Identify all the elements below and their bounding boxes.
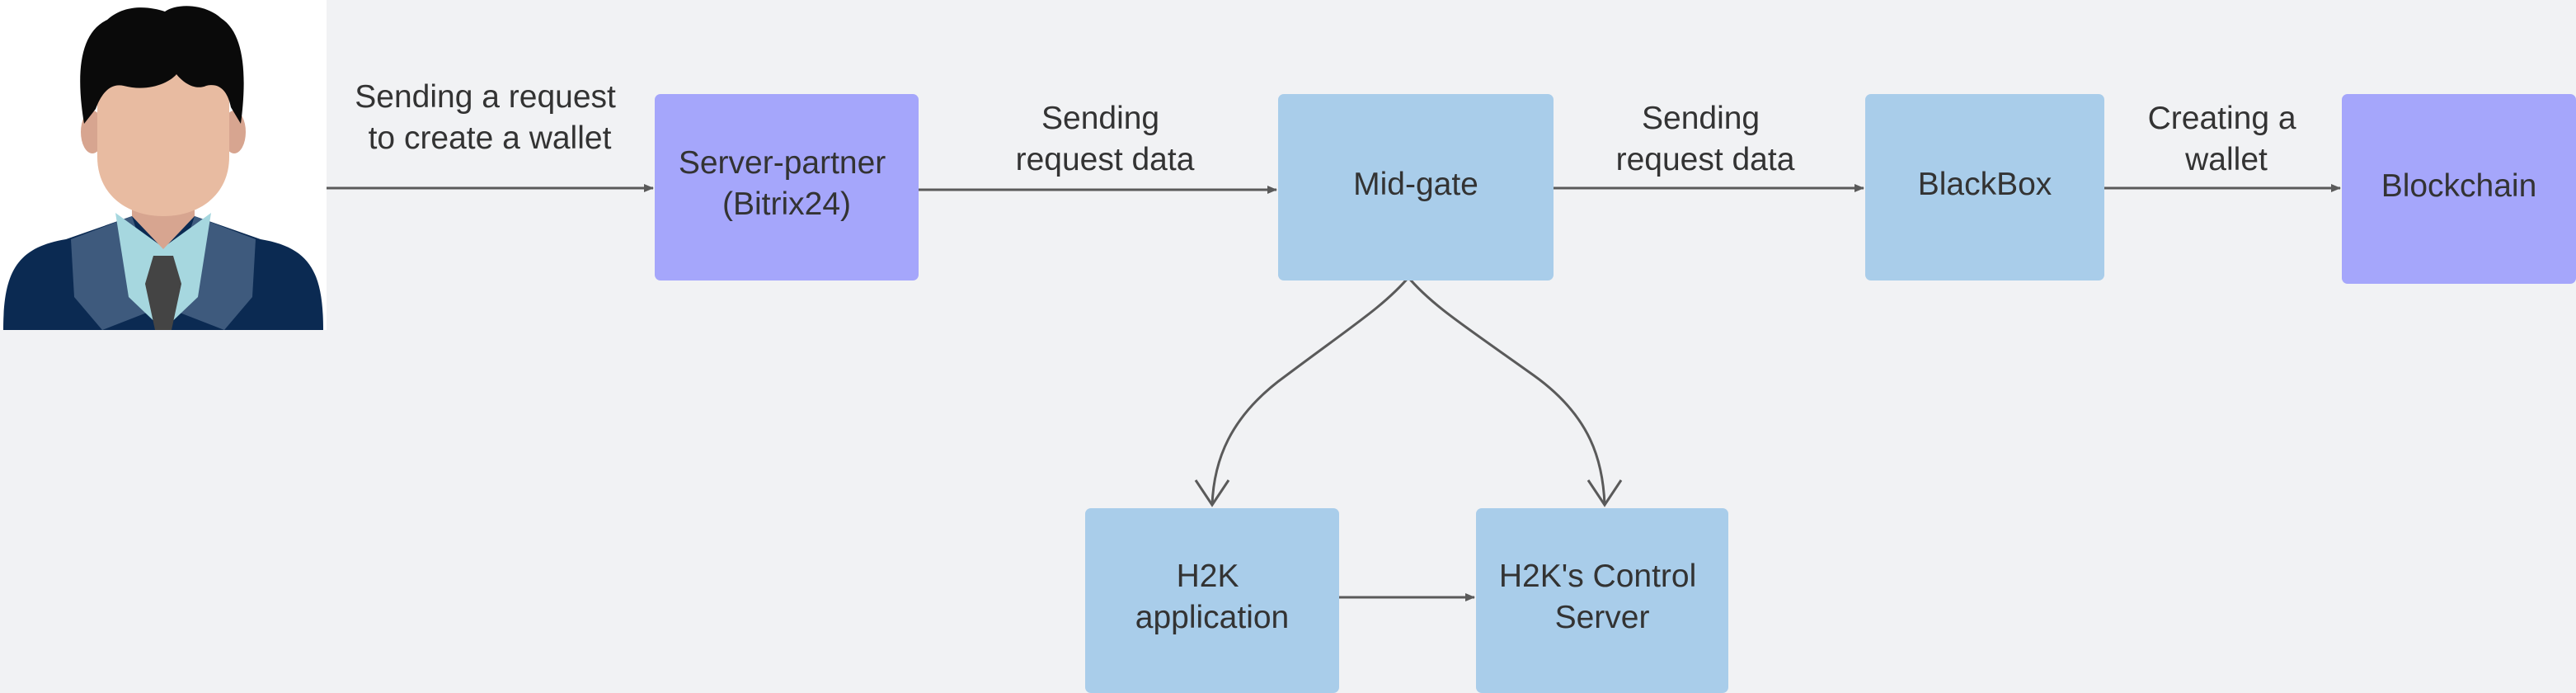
edge-midgate-to-h2k-app: [1210, 275, 1412, 506]
node-blackbox: BlackBox: [1865, 94, 2104, 280]
node-h2k-control-server-label: H2K's Control Server: [1499, 559, 1705, 635]
node-h2k-application: H2K application: [1085, 508, 1339, 693]
node-mid-gate: Mid-gate: [1278, 94, 1554, 280]
businessman-avatar-icon: [0, 0, 327, 330]
node-h2k-control-server: H2K's Control Server: [1476, 508, 1728, 693]
edges: [327, 184, 2341, 601]
node-h2k-application-label: H2K application: [1135, 559, 1289, 635]
edge-label-user-to-server: Sending a request to create a wallet: [355, 79, 624, 156]
edge-midgate-to-h2k-control: [1405, 275, 1606, 506]
edge-label-server-to-midgate: Sending request data: [1016, 101, 1195, 177]
node-mid-gate-label: Mid-gate: [1353, 167, 1478, 202]
node-blockchain-label: Blockchain: [2381, 168, 2537, 204]
node-blockchain: Blockchain: [2342, 94, 2576, 284]
node-blackbox-label: BlackBox: [1918, 167, 2052, 202]
node-server-partner-label: Server-partner (Bitrix24): [679, 145, 895, 222]
edge-label-midgate-to-blackbox: Sending request data: [1616, 101, 1795, 177]
edge-midgate-to-h2k-app-arrowhead: [1194, 479, 1230, 507]
edge-label-blackbox-to-blockchain: Creating a wallet: [2148, 101, 2306, 177]
edge-midgate-to-h2k-control-arrowhead: [1586, 479, 1623, 507]
node-server-partner: Server-partner (Bitrix24): [655, 94, 919, 280]
